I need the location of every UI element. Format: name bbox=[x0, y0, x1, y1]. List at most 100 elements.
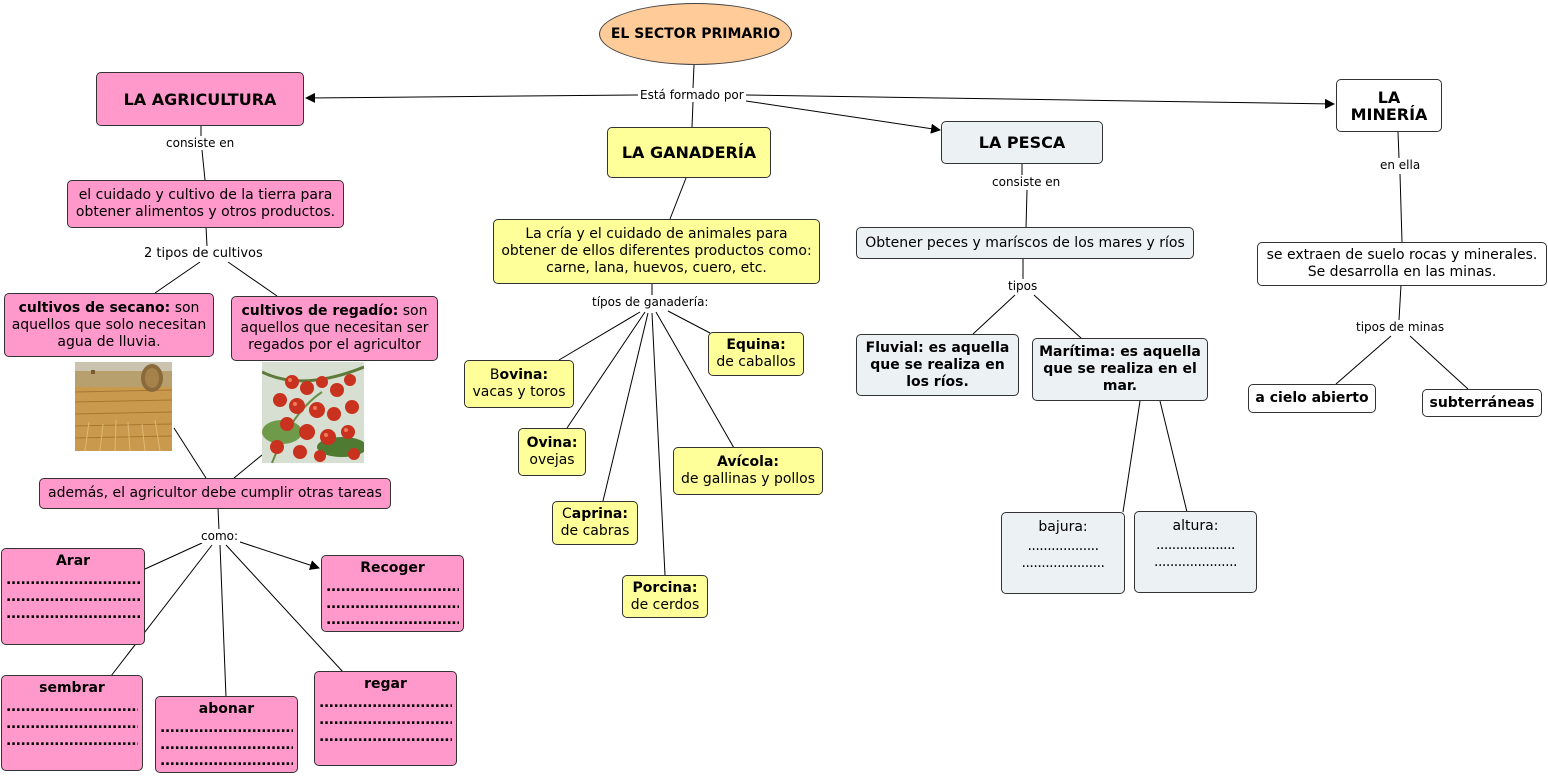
cultivos-regadio-node: cultivos de regadío: son aquellos que ne… bbox=[231, 296, 438, 361]
equina-bold: Equina: bbox=[726, 337, 786, 353]
bajura-node: bajura: .................. .............… bbox=[1001, 512, 1125, 594]
bovina-node: Bovina: vacas y toros bbox=[464, 360, 574, 408]
ovina-bold: Ovina: bbox=[526, 435, 578, 451]
regadio-text: son aquellos que necesitan ser regados p… bbox=[240, 303, 429, 353]
equina-text: de caballos bbox=[716, 354, 796, 370]
tareas-text: además, el agricultor debe cumplir otras… bbox=[48, 485, 382, 501]
connector bbox=[602, 312, 649, 502]
altura-node: altura: .................... ...........… bbox=[1134, 511, 1257, 593]
dotted-line: ............................ bbox=[160, 736, 293, 753]
task-arar-title: Arar bbox=[55, 553, 91, 569]
ganaderia-node: LA GANADERÍA bbox=[607, 127, 771, 178]
agricultura-link-tipos: 2 tipos de cultivos bbox=[142, 246, 265, 262]
pesca-definition: Obtener peces y maríscos de los mares y … bbox=[856, 227, 1194, 259]
maritima-node: Marítima: es aquella que se realiza en e… bbox=[1032, 338, 1208, 401]
connector bbox=[1409, 335, 1469, 390]
secano-text: son aquellos que solo necesitan agua de … bbox=[11, 299, 207, 350]
pesca-node: LA PESCA bbox=[941, 121, 1103, 164]
tomatoes-image bbox=[262, 362, 364, 463]
connector bbox=[154, 261, 201, 294]
connector bbox=[219, 544, 227, 698]
agricultura-definition-text: el cuidado y cultivo de la tierra para o… bbox=[75, 187, 336, 220]
connector bbox=[651, 312, 666, 576]
bajura-title: bajura: bbox=[1038, 519, 1088, 535]
porcina-text: de cerdos bbox=[630, 596, 700, 613]
connector bbox=[110, 544, 213, 677]
task-recoger: Recoger ............................ ...… bbox=[321, 555, 464, 632]
dotted-line: ..................... bbox=[1154, 554, 1237, 570]
connector bbox=[667, 310, 711, 334]
caprina-text: de cabras bbox=[560, 523, 630, 539]
root-node: EL SECTOR PRIMARIO bbox=[599, 3, 792, 65]
connector bbox=[227, 261, 278, 297]
task-abonar: abonar ............................ ....… bbox=[155, 696, 298, 773]
caprina-node: Caprina: de cabras bbox=[552, 501, 638, 545]
mineria-title: LA MINERÍA bbox=[1350, 87, 1428, 124]
task-sembrar: sembrar ............................ ...… bbox=[1, 675, 143, 771]
task-abonar-title: abonar bbox=[198, 701, 255, 717]
altura-title: altura: bbox=[1172, 518, 1219, 534]
task-regar: regar ............................ .....… bbox=[314, 671, 457, 766]
cultivos-secano-node: cultivos de secano: son aquellos que sol… bbox=[4, 293, 214, 357]
pesca-link-tipos: tipos bbox=[1006, 279, 1040, 293]
root-link-label: Está formado por bbox=[638, 88, 746, 102]
connector bbox=[691, 101, 694, 128]
secano-bold: cultivos de secano: bbox=[18, 299, 171, 316]
maritima-text: Marítima: es aquella que se realiza en e… bbox=[1039, 344, 1201, 394]
avicola-bold: Avícola: bbox=[716, 454, 780, 470]
connector bbox=[566, 311, 646, 429]
tareas-link-como: como: bbox=[199, 529, 241, 543]
connector bbox=[1122, 400, 1141, 513]
ovina-text: ovejas bbox=[529, 452, 575, 468]
connector bbox=[1033, 294, 1083, 340]
porcina-bold: Porcina: bbox=[632, 579, 698, 596]
task-arar: Arar ............................ ......… bbox=[1, 548, 145, 645]
bovina-text: vacas y toros bbox=[472, 384, 566, 400]
avicola-node: Avícola: de gallinas y pollos bbox=[673, 447, 823, 495]
fluvial-node: Fluvial: es aquella que se realiza en lo… bbox=[856, 334, 1019, 396]
agricultura-link-consiste: consiste en bbox=[164, 136, 237, 150]
subterraneas-node: subterráneas bbox=[1422, 389, 1542, 417]
mineria-link-tipos: tipos de minas bbox=[1354, 320, 1447, 334]
pesca-definition-text: Obtener peces y maríscos de los mares y … bbox=[865, 234, 1185, 251]
cielo-abierto-node: a cielo abierto bbox=[1248, 384, 1376, 413]
connector bbox=[692, 64, 695, 89]
connector bbox=[205, 226, 208, 247]
dotted-line: ............................ bbox=[6, 572, 140, 588]
connector bbox=[233, 454, 263, 479]
ganaderia-link-tipos: típos de ganadería: bbox=[590, 295, 711, 309]
mineria-node: LA MINERÍA bbox=[1336, 79, 1442, 132]
dotted-line: ............................ bbox=[326, 595, 459, 612]
task-sembrar-title: sembrar bbox=[39, 680, 105, 696]
connector bbox=[1399, 173, 1403, 243]
connector bbox=[972, 294, 1016, 335]
connector bbox=[305, 92, 639, 103]
connector bbox=[173, 427, 207, 479]
caprina-bold: aprina: bbox=[571, 506, 628, 522]
dotted-line: ..................... bbox=[1021, 555, 1105, 571]
connector bbox=[655, 311, 735, 449]
subterraneas-text: subterráneas bbox=[1429, 394, 1535, 411]
tareas-node: además, el agricultor debe cumplir otras… bbox=[39, 478, 391, 509]
bovina-bold: ovina: bbox=[499, 367, 549, 383]
mineria-link-en-ella: en ella bbox=[1378, 158, 1423, 172]
ganaderia-title: LA GANADERÍA bbox=[621, 143, 757, 162]
equina-node: Equina: de caballos bbox=[708, 332, 804, 376]
wheat-field-image bbox=[75, 362, 172, 451]
bovina-initial: B bbox=[489, 367, 500, 383]
agricultura-definition: el cuidado y cultivo de la tierra para o… bbox=[67, 180, 344, 228]
connector bbox=[558, 311, 641, 361]
agricultura-title: LA AGRICULTURA bbox=[123, 89, 277, 109]
dotted-line: ............................ bbox=[326, 579, 459, 595]
connector bbox=[1025, 189, 1028, 229]
porcina-node: Porcina: de cerdos bbox=[622, 575, 708, 618]
pesca-link-consiste: consiste en bbox=[990, 175, 1063, 189]
ganaderia-definition: La cría y el cuidado de animales para ob… bbox=[493, 219, 820, 284]
dotted-line: ............................ bbox=[319, 729, 452, 745]
dotted-line: ............................ bbox=[6, 733, 138, 749]
ganaderia-definition-text: La cría y el cuidado de animales para ob… bbox=[501, 226, 812, 276]
connector bbox=[1335, 335, 1392, 385]
connector bbox=[217, 507, 220, 531]
ovina-node: Ovina: ovejas bbox=[518, 428, 586, 476]
